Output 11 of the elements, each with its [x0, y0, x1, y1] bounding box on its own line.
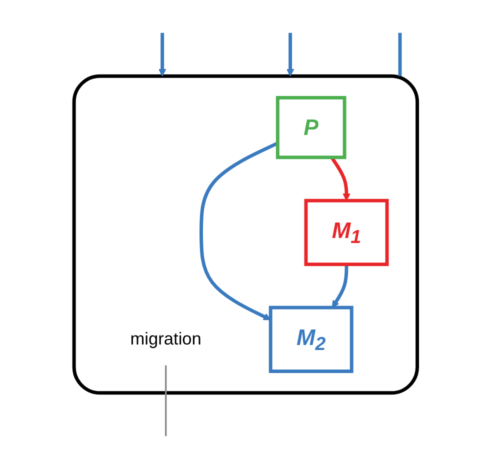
arrow [200, 142, 278, 320]
node-box: M$_{2}$ [268, 306, 354, 374]
arrow [158, 32, 166, 76]
connector [398, 32, 402, 76]
node-box: P [276, 96, 346, 160]
cluster [72, 74, 420, 395]
arrow [286, 32, 294, 76]
node-text: migration [130, 330, 202, 349]
arrow [332, 264, 348, 308]
node-box: M$_{1}$ [304, 198, 389, 266]
connector [164, 365, 167, 436]
